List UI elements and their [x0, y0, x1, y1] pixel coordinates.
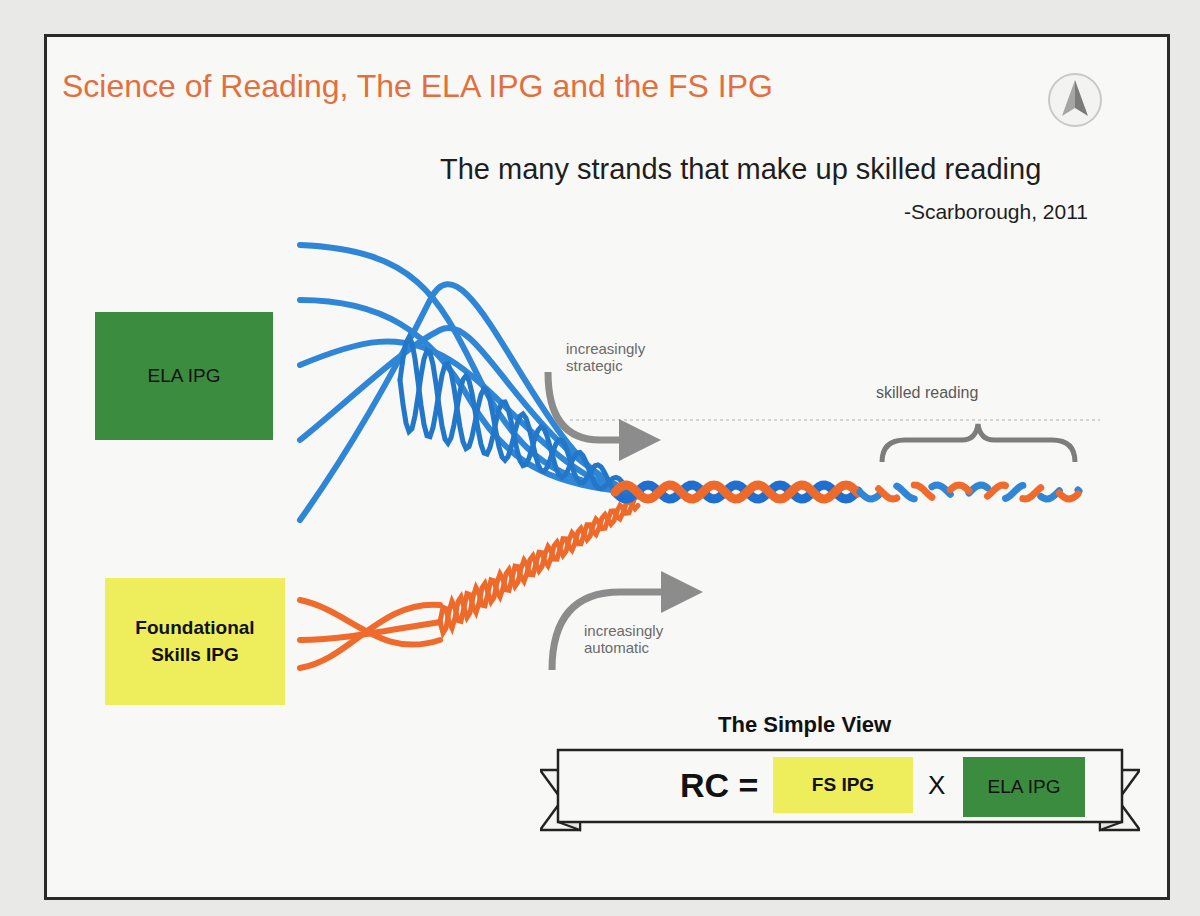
- box-text: ELA IPG: [148, 363, 221, 390]
- box-text: FS IPG: [812, 772, 874, 799]
- ela-ipg-box: ELA IPG: [963, 757, 1085, 817]
- braided-rope: [615, 485, 858, 499]
- logo-icon: [1062, 80, 1075, 116]
- simple-view-banner: The Simple ViewRC =XFS IPGELA IPG: [540, 742, 1140, 838]
- foundational-skills-box: Foundational Skills IPG: [105, 578, 285, 705]
- banner-heading: The Simple View: [718, 712, 891, 738]
- text-label: skilled reading: [876, 384, 978, 402]
- formula-text: RC =: [680, 766, 758, 805]
- box-text: ELA IPG: [988, 774, 1061, 801]
- skilled-reading-brace: [882, 424, 1075, 462]
- braided-rope: [615, 485, 858, 499]
- guide-line: [570, 419, 1100, 421]
- text-label: The many strands that make up skilled re…: [440, 153, 1041, 186]
- text-label: increasingly automatic: [584, 622, 679, 657]
- strategic-arrow: [548, 372, 640, 440]
- blue-strands: [300, 245, 630, 520]
- text-label: -Scarborough, 2011: [904, 200, 1088, 224]
- logo-icon: [1075, 80, 1088, 116]
- slide-title: Science of Reading, The ELA IPG and the …: [62, 68, 773, 105]
- ela-ipg-box: ELA IPG: [95, 312, 273, 440]
- orange-strands: [300, 600, 440, 668]
- logo-icon: [1049, 74, 1101, 126]
- fs-ipg-box: FS IPG: [773, 757, 913, 813]
- box-text: Foundational Skills IPG: [115, 615, 275, 668]
- text-label: increasingly strategic: [566, 340, 661, 375]
- orange-braid: [440, 497, 638, 628]
- automatic-arrow: [552, 592, 682, 670]
- braided-rope: [860, 485, 1079, 499]
- braided-rope: [860, 485, 1079, 499]
- formula-operator: X: [928, 770, 945, 801]
